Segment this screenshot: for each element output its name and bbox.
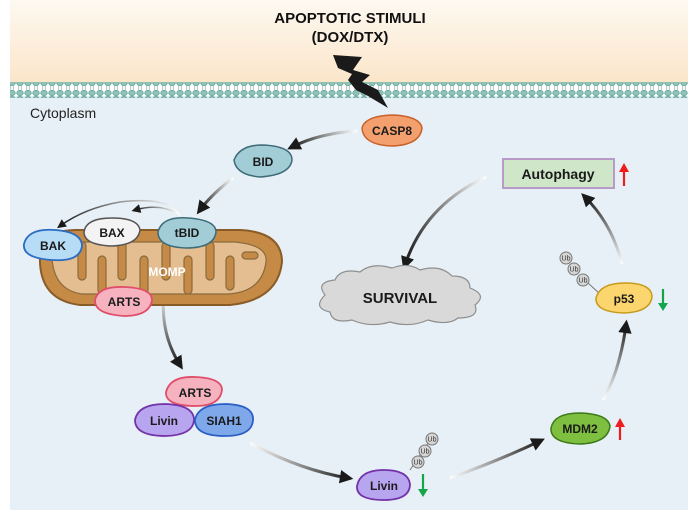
arts-livin-siah1-complex: ARTS Livin SIAH1: [134, 376, 254, 437]
node-arts-complex[interactable]: ARTS: [165, 376, 223, 407]
node-bid[interactable]: BID: [233, 144, 293, 178]
node-p53[interactable]: Ub Ub Ub p53: [559, 251, 653, 314]
svg-text:MDM2: MDM2: [562, 422, 598, 436]
momp-label: MOMP: [148, 265, 185, 279]
arrow-complex-to-livin: [249, 441, 354, 484]
node-tbid[interactable]: tBID: [157, 217, 217, 249]
arrow-casp8-to-bid: [287, 129, 358, 150]
node-arts-mitochondrial[interactable]: ARTS: [94, 286, 153, 317]
svg-text:Livin: Livin: [370, 479, 398, 493]
lightning-bolt-icon: [333, 55, 388, 108]
svg-text:Ub: Ub: [579, 278, 588, 285]
mitochondrion: [37, 229, 284, 306]
svg-text:BID: BID: [253, 155, 274, 169]
node-livin[interactable]: Ub Ub Ub Livin: [356, 432, 439, 501]
svg-text:ARTS: ARTS: [108, 295, 141, 309]
arrow-p53-to-autophagy: [581, 193, 624, 265]
svg-text:p53: p53: [614, 292, 635, 306]
up-arrow-icon-autophagy: [619, 163, 629, 186]
arrow-autophagy-to-survival: [401, 175, 487, 271]
svg-text:Ub: Ub: [562, 256, 571, 263]
arrow-livin-to-mdm2: [449, 438, 545, 480]
node-autophagy[interactable]: Autophagy: [502, 158, 615, 189]
ubiquitin-chain-p53: Ub Ub Ub: [559, 251, 590, 287]
svg-text:Ub: Ub: [414, 460, 423, 467]
svg-text:BAK: BAK: [40, 239, 66, 253]
up-arrow-icon-mdm2: [615, 418, 625, 440]
ubiquitin-chain-livin: Ub Ub Ub: [411, 432, 439, 469]
svg-text:SIAH1: SIAH1: [206, 414, 242, 428]
down-arrow-icon-livin: [418, 474, 428, 497]
svg-text:BAX: BAX: [99, 226, 124, 240]
node-casp8[interactable]: CASP8: [361, 114, 423, 147]
arrow-tbid-to-bax: [131, 204, 179, 215]
arrow-bid-to-tbid: [196, 176, 234, 215]
arrow-tbid-to-bak: [57, 199, 181, 229]
cell-membrane: [10, 82, 688, 98]
svg-text:tBID: tBID: [175, 226, 200, 240]
node-livin-complex[interactable]: Livin: [134, 403, 195, 437]
svg-text:CASP8: CASP8: [372, 124, 412, 138]
svg-text:Ub: Ub: [570, 267, 579, 274]
stimuli-subtitle: (DOX/DTX): [312, 29, 389, 46]
cytoplasm-label: Cytoplasm: [30, 105, 96, 121]
svg-text:ARTS: ARTS: [179, 386, 212, 400]
node-mdm2[interactable]: MDM2: [550, 412, 611, 445]
stimuli-title: APOPTOTIC STIMULI: [274, 10, 425, 27]
svg-text:Ub: Ub: [421, 449, 430, 456]
svg-text:SURVIVAL: SURVIVAL: [363, 290, 437, 307]
svg-text:Ub: Ub: [428, 437, 437, 444]
svg-text:Autophagy: Autophagy: [521, 166, 594, 182]
svg-text:Livin: Livin: [150, 414, 178, 428]
arrow-mdm2-to-p53: [601, 319, 632, 401]
node-siah1[interactable]: SIAH1: [194, 403, 254, 437]
node-bak[interactable]: BAK: [23, 228, 83, 262]
down-arrow-icon-p53: [658, 289, 668, 311]
node-survival[interactable]: SURVIVAL: [319, 264, 481, 326]
node-bax[interactable]: BAX: [83, 217, 141, 247]
